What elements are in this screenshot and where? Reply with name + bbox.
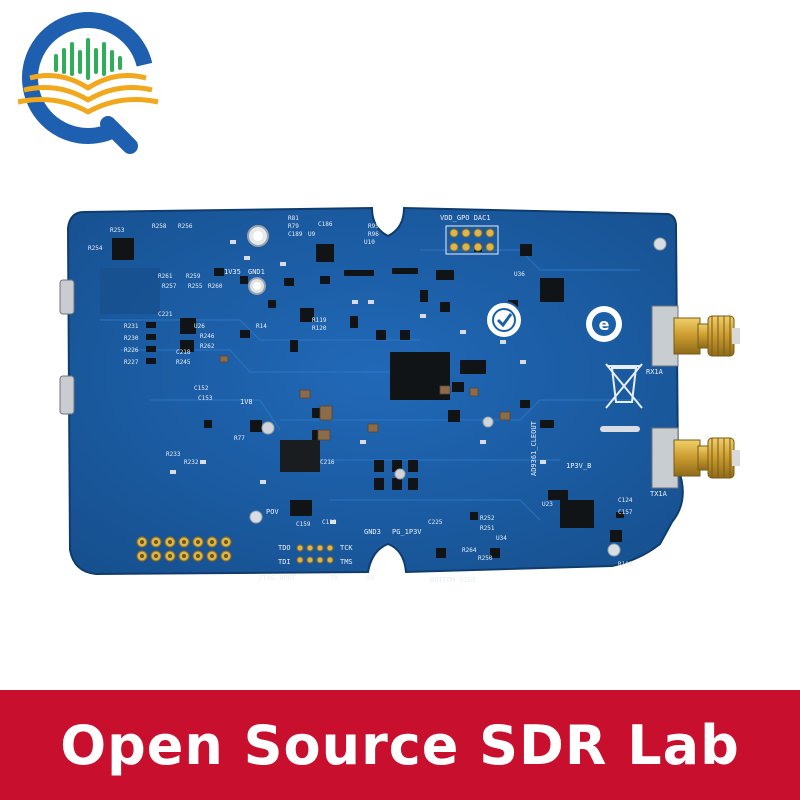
ref-designator: R233 [166, 451, 181, 458]
ref-designator: C159 [296, 521, 311, 528]
ref-designator: R250 [478, 555, 493, 562]
ref-designator: R232 [184, 459, 199, 466]
v1v8-label: 1V8 [240, 398, 253, 406]
ref-designator: R77 [234, 435, 245, 442]
jumper-header-label: VDD_GPO DAC1 [440, 214, 491, 222]
ref-designator: R258 [152, 223, 167, 230]
ref-designator: C124 [618, 497, 633, 504]
ref-designator: R96 [368, 231, 379, 238]
rohs-compliant-icon [485, 301, 523, 339]
tx-sma-connector [651, 427, 740, 489]
ref-designator: C216 [320, 459, 335, 466]
ref-designator: R14 [256, 323, 267, 330]
rx-label: RX [366, 574, 375, 582]
ref-designator: R246 [200, 333, 215, 340]
ref-designator: U23 [542, 501, 553, 508]
ref-designator: R254 [88, 245, 103, 252]
gnd1-label: GND1 [248, 268, 265, 276]
ref-designator: R261 [158, 273, 173, 280]
ref-designator: C157 [618, 509, 633, 516]
pov-label: POV [266, 508, 279, 516]
ref-designator: U10 [364, 239, 375, 246]
usb-connector [59, 375, 75, 415]
v1v35-label: 1V35 [224, 268, 241, 276]
title-banner: Open Source SDR Lab [0, 690, 800, 800]
ref-designator: R231 [124, 323, 139, 330]
rx-port-label: RX1A [646, 368, 664, 376]
ref-designator: U9 [308, 231, 316, 238]
ref-designator: R257 [162, 283, 177, 290]
brand-logo [17, 12, 159, 154]
ad-clk-label: AD9361_CLEOUT [530, 420, 538, 476]
ref-designator: R262 [200, 343, 215, 350]
ref-designator: R119 [312, 317, 327, 324]
ref-designator: R251 [480, 525, 495, 532]
jtag-header [296, 544, 334, 564]
ref-designator: R81 [288, 215, 299, 222]
product-photo: e [17, 12, 740, 584]
tx-port-label: TX1A [650, 490, 668, 498]
tdo-label: TDO [278, 544, 291, 552]
ref-designator: U26 [194, 323, 205, 330]
jumper-header [445, 225, 499, 255]
jtag-boot-label: JTAG_BOOT [258, 574, 297, 582]
ref-designator: C119 [322, 519, 337, 526]
tms-label: TMS [340, 558, 353, 566]
gpio-header [136, 536, 232, 562]
gnd3-label: GND3 [364, 528, 381, 536]
ref-designator: R95 [368, 223, 379, 230]
ref-designator: R264 [462, 547, 477, 554]
rx-sma-connector [651, 305, 740, 367]
ref-designator: C152 [194, 385, 209, 392]
ref-designator: R120 [312, 325, 327, 332]
tdi-label: TDI [278, 558, 291, 566]
ref-designator: R102 [618, 561, 633, 568]
sound-wave-icon [54, 38, 122, 80]
banner-title: Open Source SDR Lab [60, 713, 740, 777]
svg-text:e: e [599, 315, 610, 334]
ref-designator: C186 [318, 221, 333, 228]
ref-designator: C189 [288, 231, 303, 238]
smd-components [112, 232, 624, 558]
ref-designator: R255 [188, 283, 203, 290]
ref-designator: U36 [514, 271, 525, 278]
pcb-outline [66, 206, 684, 576]
usb-connector [59, 279, 75, 315]
pg-label: PG_1P3V [392, 528, 422, 536]
ref-designator: C218 [176, 349, 191, 356]
ref-designator: R245 [176, 359, 191, 366]
ref-designator: R252 [480, 515, 495, 522]
tck-label: TCK [340, 544, 353, 552]
ref-designator: R253 [110, 227, 125, 234]
ref-designator: U34 [496, 535, 507, 542]
ref-designator: R230 [124, 335, 139, 342]
ref-designator: R259 [186, 273, 201, 280]
open-book-icon [17, 73, 159, 115]
mounting-holes [247, 225, 667, 557]
v1p3v-label: 1P3V_B [566, 462, 591, 470]
weee-bin-icon [605, 363, 643, 409]
ref-designator: C225 [428, 519, 443, 526]
bottom-side-label: BOTTOM SIDE [430, 576, 476, 584]
ref-designator: C153 [198, 395, 213, 402]
ref-designator: R226 [124, 347, 139, 354]
ref-designator: R227 [124, 359, 139, 366]
ref-designator: R79 [288, 223, 299, 230]
ref-designator: R260 [208, 283, 223, 290]
pcb-board: e [59, 206, 740, 584]
ref-designator: C221 [158, 311, 173, 318]
tx-label: TX [330, 574, 339, 582]
e-recycle-icon: e [586, 306, 622, 342]
ref-designator: R256 [178, 223, 193, 230]
